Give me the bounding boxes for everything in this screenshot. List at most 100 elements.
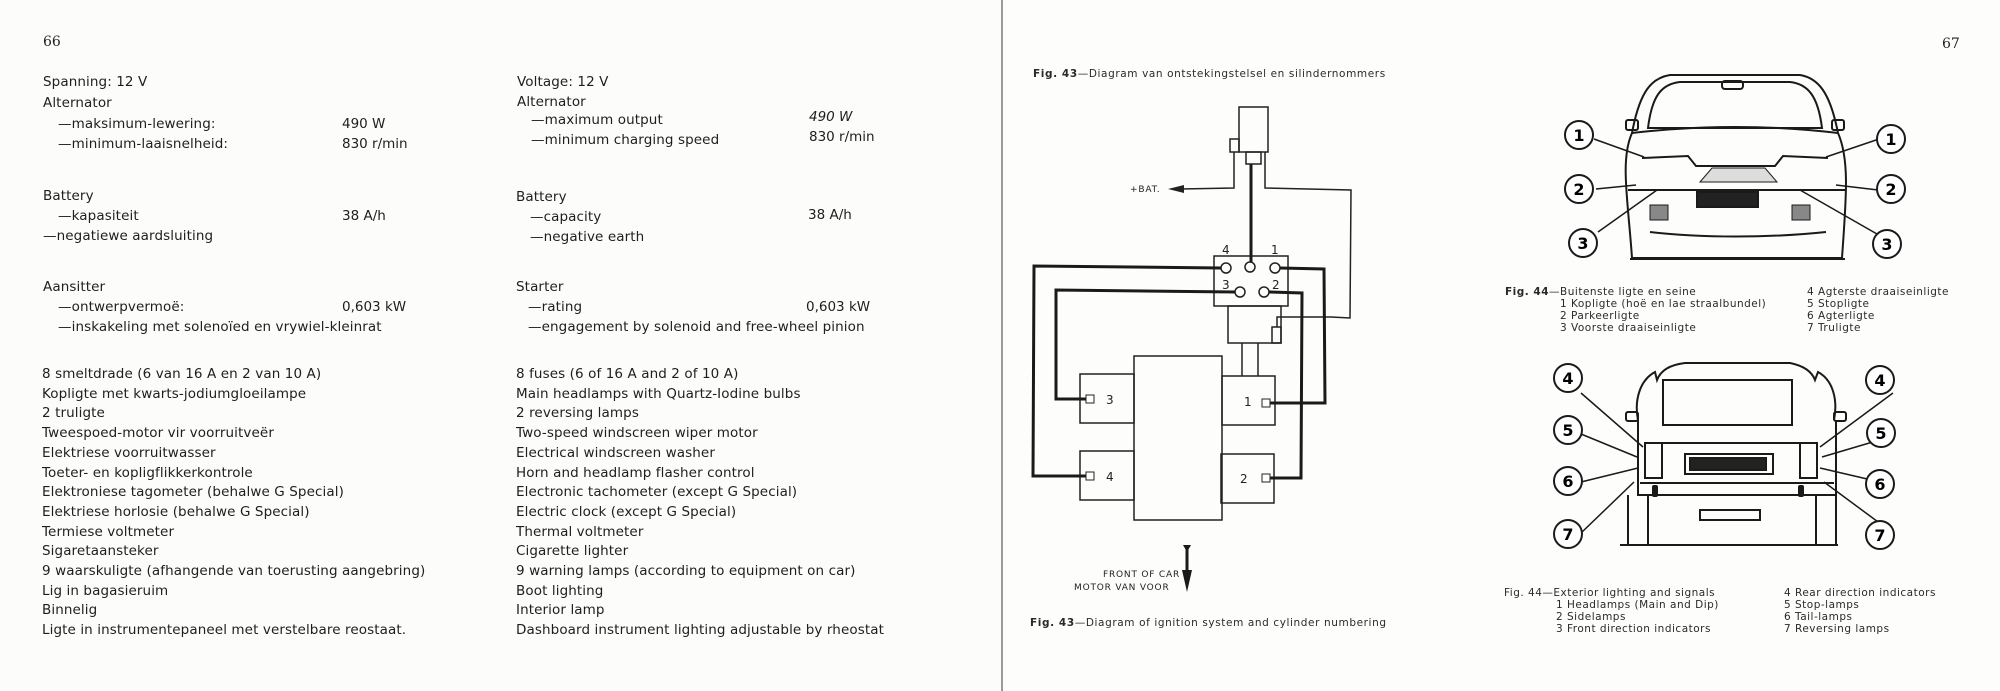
equipment-item: 8 smeltdrade (6 van 16 A en 2 van 10 A) (42, 366, 322, 382)
st-rating-value-en: 0,603 kW (806, 299, 871, 315)
equipment-item: Interior lamp (516, 602, 605, 619)
left-page: 66 Spanning: 12 V Alternator —maksimum-l… (42, 34, 884, 639)
bat-label: +BAT. (1130, 185, 1160, 195)
equipment-item: Cigarette lighter (516, 543, 629, 560)
legend-item: 7 Reversing lamps (1784, 623, 1890, 635)
alt-max-value-af: 490 W (342, 116, 386, 132)
cylinder-1-box (1221, 375, 1276, 426)
front-arrow-icon (1182, 545, 1192, 592)
legend-item: 5 Stop-lamps (1784, 599, 1860, 611)
svg-text:1: 1 (1885, 130, 1896, 149)
legend-item: 6 Agterligte (1807, 310, 1875, 322)
battery-heading-af: Battery (43, 188, 94, 204)
bat-earth-af: —negatiewe aardsluiting (43, 228, 214, 244)
svg-text:6: 6 (1562, 472, 1573, 491)
voltage-en: Voltage: 12 V (517, 74, 609, 90)
voltage-af: Spanning: 12 V (43, 74, 148, 90)
bat-cap-value-en: 38 A/h (808, 207, 852, 223)
dist-num-3: 3 (1222, 278, 1230, 292)
equipment-item: Dashboard instrument lighting adjustable… (516, 622, 884, 639)
callout-1-right: 1 (1876, 124, 1906, 154)
fig44-legend-af-right: 4 Agterste draaiseinligte 5 Stopligte 6 … (1807, 286, 1949, 334)
svg-text:2: 2 (1573, 180, 1584, 199)
callout-6-right: 6 (1865, 469, 1895, 499)
alt-max-label-af: —maksimum-lewering: (58, 116, 216, 132)
equipment-item: Thermal voltmeter (516, 523, 644, 540)
bat-arrow-icon (1168, 185, 1184, 193)
fig44-title-en: —Exterior lighting and signals (1542, 587, 1716, 599)
callout-4-right: 4 (1865, 365, 1895, 395)
svg-text:1: 1 (1573, 126, 1584, 145)
equipment-item: Elektroniese tagometer (behalwe G Specia… (42, 484, 344, 501)
dist-num-2: 2 (1272, 278, 1280, 292)
fig44-legend-en-right: 4 Rear direction indicators 5 Stop-lamps… (1784, 587, 1936, 635)
equipment-item: Electric clock (except G Special) (516, 503, 737, 520)
equipment-item: 8 fuses (6 of 16 A and 2 of 10 A) (516, 366, 739, 382)
svg-text:3: 3 (1577, 234, 1588, 253)
st-rating-label-en: —rating (528, 299, 583, 315)
bat-earth-en: —negative earth (530, 229, 645, 245)
alt-min-label-en: —minimum charging speed (531, 132, 720, 148)
callout-3-left: 3 (1568, 228, 1598, 258)
equipment-item: 9 waarskuligte (afhangende van toerustin… (42, 563, 426, 579)
engine-block (1133, 355, 1223, 521)
alt-min-value-en: 830 r/min (809, 129, 875, 145)
equipment-item: Horn and headlamp flasher control (516, 464, 755, 481)
svg-text:4: 4 (1874, 371, 1885, 390)
st-engagement-en: —engagement by solenoid and free-wheel p… (528, 319, 865, 335)
equipment-item: 2 reversing lamps (516, 405, 639, 422)
equipment-item: Tweespoed-motor vir voorruitveër (42, 425, 274, 442)
equipment-item: 2 truligte (42, 405, 105, 422)
equipment-item: Elektriese horlosie (behalwe G Special) (42, 503, 310, 520)
battery-heading-en: Battery (516, 189, 567, 205)
legend-item: 4 Rear direction indicators (1784, 587, 1936, 599)
legend-item: 2 Sidelamps (1556, 611, 1626, 623)
alt-max-value-en: 490 W (809, 109, 853, 125)
svg-text:2: 2 (1885, 180, 1896, 199)
legend-item: 6 Tail-lamps (1784, 611, 1853, 623)
alt-min-value-af: 830 r/min (342, 136, 408, 152)
callout-2-right: 2 (1876, 174, 1906, 204)
svg-text:7: 7 (1562, 525, 1573, 544)
fig44-legend-en: Fig. 44—Exterior lighting and signals 1 … (1504, 587, 1719, 635)
st-rating-value-af: 0,603 kW (342, 299, 407, 315)
fig44-number-af: Fig. 44 (1505, 286, 1550, 298)
equipment-item: Sigaretaansteker (42, 543, 159, 560)
cyl-num-4: 4 (1106, 470, 1114, 484)
alternator-heading-en: Alternator (517, 94, 586, 110)
svg-text:7: 7 (1874, 526, 1885, 545)
distributor-body (1227, 305, 1282, 344)
front-label-af: MOTOR VAN VOOR (1074, 583, 1170, 593)
callout-3-right: 3 (1872, 229, 1902, 259)
fig43-caption-af-text: —Diagram van ontstekingstelsel en silind… (1077, 68, 1386, 80)
starter-heading-en: Starter (516, 279, 564, 295)
dist-num-1: 1 (1271, 243, 1279, 257)
fig43-number: Fig. 43 (1033, 68, 1078, 80)
svg-text:5: 5 (1562, 421, 1573, 440)
fig44-number-en: Fig. 44 (1504, 587, 1543, 599)
fig43-number-en: Fig. 43 (1030, 617, 1075, 629)
callout-7-left: 7 (1553, 519, 1583, 549)
callout-5-right: 5 (1866, 418, 1896, 448)
equipment-item: Toeter- en kopligflikkerkontrole (42, 464, 253, 481)
equipment-item: Lig in bagasieruim (42, 582, 169, 599)
equipment-item: Electrical windscreen washer (516, 444, 715, 461)
coil-output (1245, 151, 1262, 165)
callout-7-right: 7 (1865, 520, 1895, 550)
equipment-item: Binnelig (42, 602, 98, 619)
alt-max-label-en: —maximum output (531, 112, 663, 128)
callout-5-left: 5 (1553, 415, 1583, 445)
equipment-item: Two-speed windscreen wiper motor (516, 425, 758, 442)
st-rating-label-af: —ontwerpvermoë: (58, 299, 185, 315)
book-spine (1001, 0, 1003, 691)
page-number: 67 (1942, 36, 1960, 52)
dist-num-4: 4 (1222, 243, 1230, 257)
st-engagement-af: —inskakeling met solenoïed en vrywiel-kl… (58, 319, 382, 335)
equipment-item: 9 warning lamps (according to equipment … (516, 563, 856, 579)
callout-6-left: 6 (1553, 466, 1583, 496)
svg-text:6: 6 (1874, 475, 1885, 494)
svg-text:3: 3 (1881, 235, 1892, 254)
legend-item: 7 Truligte (1807, 322, 1861, 334)
callout-2-left: 2 (1564, 174, 1594, 204)
